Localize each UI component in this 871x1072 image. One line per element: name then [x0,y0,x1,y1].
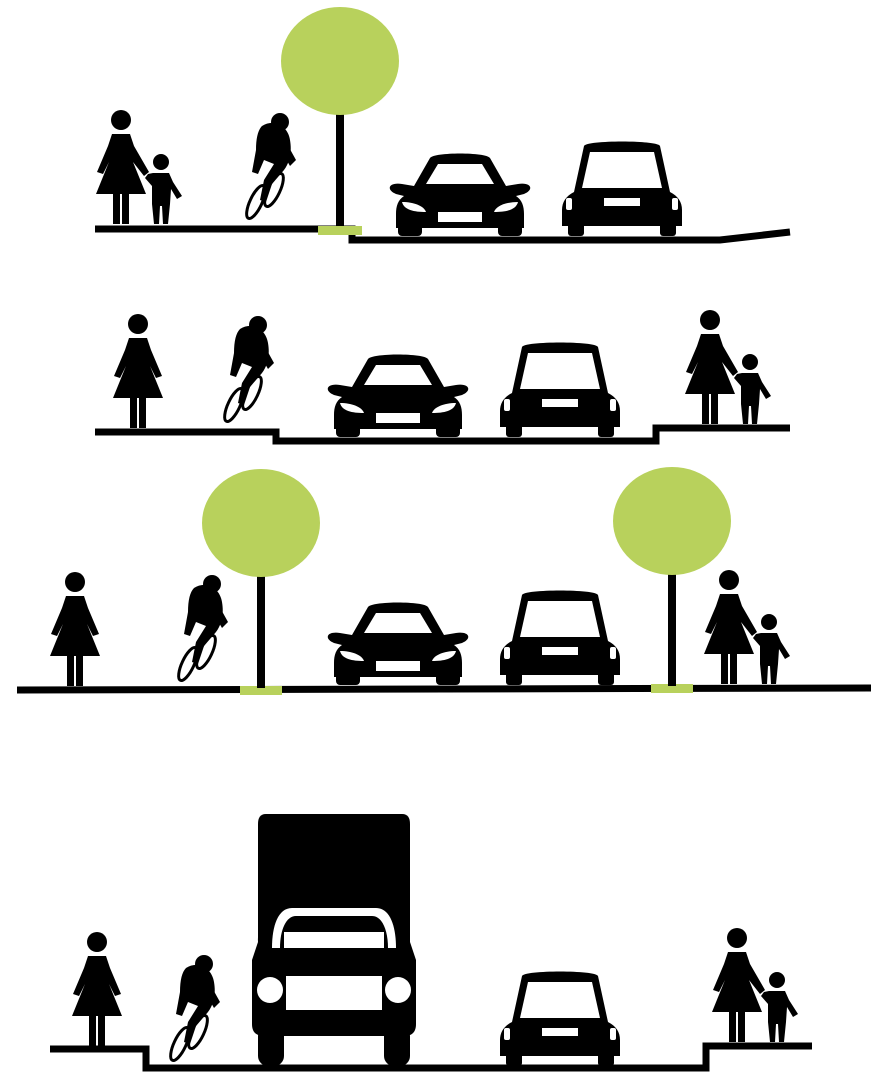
cyclist-icon [167,955,220,1063]
ground-line [17,688,871,690]
car-rear-icon [500,343,620,438]
car-front-icon [390,154,531,237]
car-rear-icon [500,972,620,1067]
tree-icon [281,7,399,226]
ground-line [95,229,790,240]
truck-front-icon [252,814,416,1066]
cyclist-icon [243,113,296,221]
woman-with-child-icon [712,928,798,1042]
cyclist-icon [221,316,274,424]
street-section-2 [95,310,790,441]
car-front-icon [328,355,469,438]
woman-with-child-icon [685,310,771,424]
tree-icon [202,469,320,688]
street-section-4 [50,814,812,1068]
cyclist-icon [175,575,228,683]
woman-icon [50,572,100,686]
woman-with-child-icon [96,110,182,224]
woman-with-child-icon [704,570,790,684]
street-section-3 [17,467,871,695]
woman-icon [113,314,163,428]
car-rear-icon [500,591,620,686]
tree-pit [318,226,362,235]
woman-icon [72,932,122,1046]
ground-line [50,1046,812,1068]
car-rear-icon [562,142,682,237]
car-front-icon [328,603,469,686]
street-section-1 [95,7,790,240]
